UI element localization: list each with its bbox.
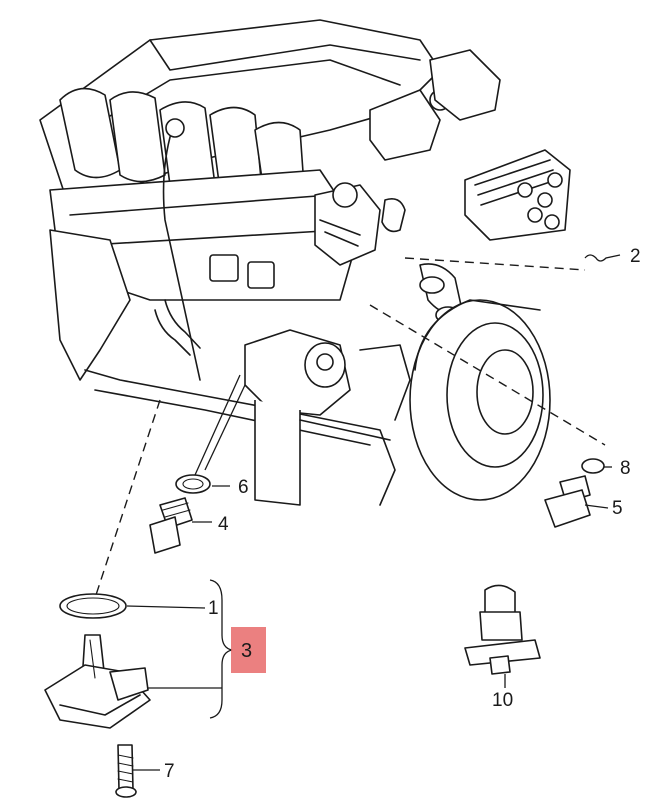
part-8-oring [581, 458, 605, 474]
callout-5: 5 [612, 498, 623, 519]
callout-4: 4 [218, 514, 229, 535]
callout-6: 6 [238, 477, 249, 498]
part-7-bolt [115, 744, 137, 798]
callout-2: 2 [630, 246, 641, 267]
leader-lines [94, 254, 621, 771]
engine-assembly [39, 19, 571, 506]
highlight-box-3 [231, 627, 266, 673]
callout-1: 1 [208, 598, 219, 619]
callout-8: 8 [620, 458, 631, 479]
callout-3: 3 [241, 640, 252, 662]
part-3-oil-level-sensor [44, 634, 151, 729]
callout-7: 7 [164, 761, 175, 782]
part-6-oring [175, 474, 211, 494]
part-4-sensor [149, 497, 193, 554]
part-10-valve [464, 584, 541, 675]
part-5-sensor [544, 475, 591, 528]
callout-10: 10 [492, 690, 513, 711]
